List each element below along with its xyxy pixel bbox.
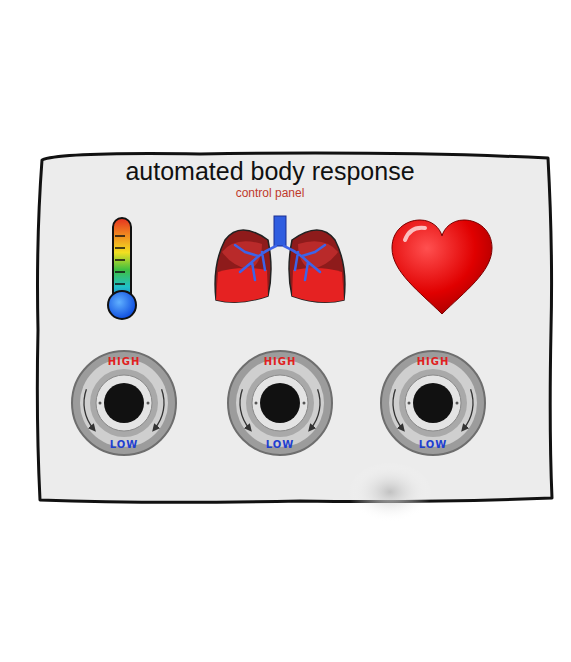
dial-arrow [311,389,320,428]
dial-outer [381,351,485,455]
dial-arrow [84,389,93,428]
dial-knob [381,351,485,455]
dial-dot [255,402,258,405]
dial-outer [72,351,176,455]
dial-ring [399,369,467,437]
dial-knob: HIGH LOW [381,351,485,455]
dial-dot [147,402,150,405]
dial-arrow [240,389,249,428]
panel-subtitle: control panel [38,186,502,200]
dial-ring [80,359,168,447]
high-label: HIGH [381,356,485,367]
dial-dot [99,402,102,405]
dial-dot [408,402,411,405]
dial-face [252,375,308,431]
high-label: HIGH [228,356,332,367]
dial-knob [72,351,176,455]
dial-cap [260,383,300,423]
dial-ring [389,359,477,447]
dial-ring [236,359,324,447]
dial-knob: HIGH LOW [228,351,332,455]
dial-face [96,375,152,431]
low-label: LOW [72,439,176,450]
dial-arrow [393,389,402,428]
dial-arrow [155,389,164,428]
panel-title: automated body response [38,157,502,186]
low-label: LOW [228,439,332,450]
control-panel: automated body responsecontrol panelHIGH… [38,155,552,502]
dial-ring [246,369,314,437]
dial-knob [228,351,332,455]
dial-ring [90,369,158,437]
dial-cap [104,383,144,423]
dial-knob: HIGH LOW [72,351,176,455]
high-label: HIGH [72,356,176,367]
dial-arrow [464,389,473,428]
dial-dot [456,402,459,405]
dial-outer [228,351,332,455]
low-label: LOW [381,439,485,450]
dial-dot [303,402,306,405]
dial-cap [413,383,453,423]
dial-face [405,375,461,431]
